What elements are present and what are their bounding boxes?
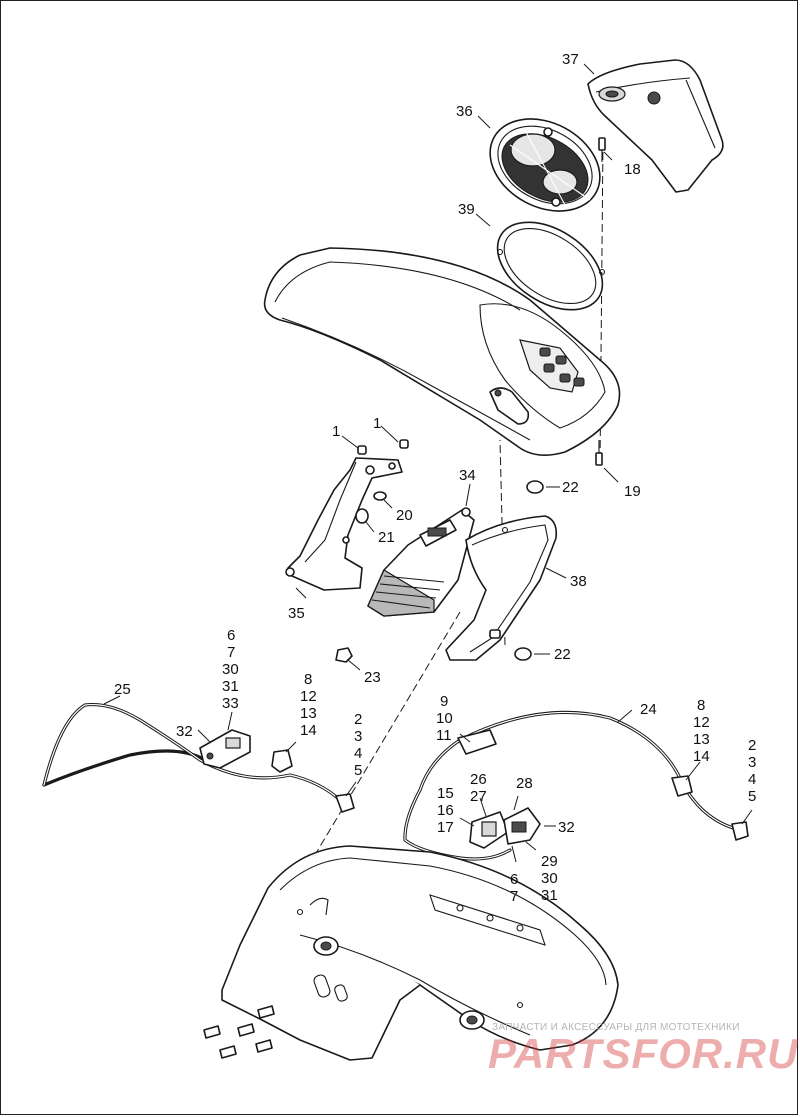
callout-22: 22 <box>562 479 579 496</box>
callout-18: 18 <box>624 161 641 178</box>
callout-7: 7 <box>227 644 235 661</box>
amplifier-cover <box>445 515 558 661</box>
callout-17: 17 <box>437 819 454 836</box>
callout-35: 35 <box>288 605 305 622</box>
callout-12: 12 <box>300 688 317 705</box>
callout-2: 2 <box>748 737 756 754</box>
watermark-logo: PARTSFOR.RU <box>488 1030 799 1077</box>
callout-36: 36 <box>456 103 473 120</box>
callout-31: 31 <box>222 678 239 695</box>
plug-22-bottom <box>514 647 532 661</box>
callout-6: 6 <box>227 627 235 644</box>
callout-21: 21 <box>378 529 395 546</box>
callout-3: 3 <box>354 728 362 745</box>
connector-8-right <box>671 775 693 797</box>
callout-1: 1 <box>332 423 340 440</box>
callout-39: 39 <box>458 201 475 218</box>
callout-13: 13 <box>300 705 317 722</box>
callout-12: 12 <box>693 714 710 731</box>
callout-1: 1 <box>373 415 381 432</box>
saddlebag-lid <box>263 247 621 456</box>
amplifier-module <box>367 507 475 617</box>
callout-7: 7 <box>510 888 518 905</box>
terminal-2-right <box>731 821 749 841</box>
callout-9: 9 <box>440 693 448 710</box>
callout-4: 4 <box>354 745 362 762</box>
callout-38: 38 <box>570 573 587 590</box>
callout-29: 29 <box>541 853 558 870</box>
callout-37: 37 <box>562 51 579 68</box>
callout-5: 5 <box>748 788 756 805</box>
callout-20: 20 <box>396 507 413 524</box>
callout-15: 15 <box>437 785 454 802</box>
saddlebag-body <box>221 845 619 1061</box>
watermark-caption: ЗАПЧАСТИ И АКСЕССУАРЫ ДЛЯ МОТОТЕХНИКИ <box>492 1022 740 1033</box>
callout-19: 19 <box>624 483 641 500</box>
callout-28: 28 <box>516 775 533 792</box>
terminal-2-left <box>335 793 355 813</box>
callout-25: 25 <box>114 681 131 698</box>
callout-32: 32 <box>176 723 193 740</box>
callout-32: 32 <box>558 819 575 836</box>
callout-11: 11 <box>436 727 452 744</box>
screw-19 <box>595 440 603 466</box>
speaker-gasket <box>496 221 606 311</box>
wiring-harness-left <box>42 702 342 802</box>
callout-10: 10 <box>436 710 453 727</box>
callout-24: 24 <box>640 701 657 718</box>
callout-6: 6 <box>510 871 518 888</box>
callout-2: 2 <box>354 711 362 728</box>
connector-32-right <box>503 807 541 845</box>
callout-33: 33 <box>222 695 239 712</box>
fasteners-bottom <box>203 1005 275 1059</box>
screw-1-right <box>399 439 409 449</box>
callout-5: 5 <box>354 762 362 779</box>
callout-27: 27 <box>470 788 487 805</box>
callout-30: 30 <box>541 870 558 887</box>
callout-23: 23 <box>364 669 381 686</box>
screw-1-left <box>357 445 367 455</box>
callout-labels: 37 36 18 39 1 1 34 22 19 20 21 38 35 22 … <box>114 51 756 905</box>
speaker <box>489 118 601 212</box>
callout-3: 3 <box>748 754 756 771</box>
mounting-bracket <box>285 457 403 591</box>
callout-26: 26 <box>470 771 487 788</box>
callout-34: 34 <box>459 467 476 484</box>
callout-16: 16 <box>437 802 454 819</box>
callout-8: 8 <box>697 697 705 714</box>
nut-23 <box>335 647 353 663</box>
connector-8-left <box>271 749 293 773</box>
grommet-21 <box>355 508 369 524</box>
callout-8: 8 <box>304 671 312 688</box>
callout-22: 22 <box>554 646 571 663</box>
connector-32-left <box>199 729 251 769</box>
speaker-grille-cover <box>587 59 724 193</box>
callout-31: 31 <box>541 887 558 904</box>
callout-30: 30 <box>222 661 239 678</box>
leader-lines <box>103 63 753 863</box>
callout-4: 4 <box>748 771 756 788</box>
washer-20 <box>373 491 387 501</box>
screw-18 <box>598 137 606 162</box>
plug-22-top <box>526 480 544 494</box>
wiring-harness-right <box>403 710 742 861</box>
connector-15 <box>469 811 509 849</box>
callout-14: 14 <box>693 748 710 765</box>
callout-14: 14 <box>300 722 317 739</box>
connector-9 <box>457 729 497 755</box>
callout-13: 13 <box>693 731 710 748</box>
